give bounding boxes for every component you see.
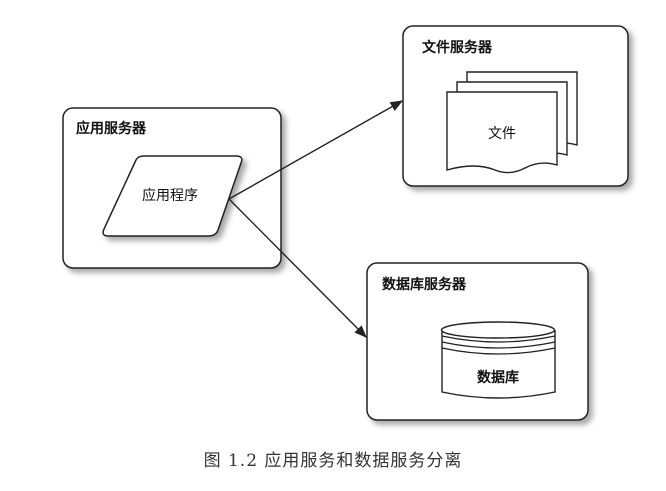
db-server-title: 数据库服务器	[382, 276, 467, 293]
db-server-node: 数据库服务器 数据库	[366, 262, 589, 421]
document-stack-icon	[446, 71, 578, 174]
file-server-node: 文件服务器 文件	[402, 25, 629, 187]
arrow-to-db-server	[228, 198, 367, 338]
arrow-to-file-server	[228, 100, 404, 200]
figure-caption: 图 1.2 应用服务和数据服务分离	[203, 451, 463, 471]
app-server-node: 应用服务器 应用程序	[62, 107, 282, 269]
app-server-title: 应用服务器	[76, 120, 147, 137]
file-server-title: 文件服务器	[422, 39, 493, 56]
database-label: 数据库	[477, 369, 519, 386]
files-label: 文件	[488, 126, 516, 142]
app-program-label: 应用程序	[142, 187, 198, 204]
app-program-shape	[102, 155, 243, 237]
database-cylinder-icon	[440, 321, 556, 399]
